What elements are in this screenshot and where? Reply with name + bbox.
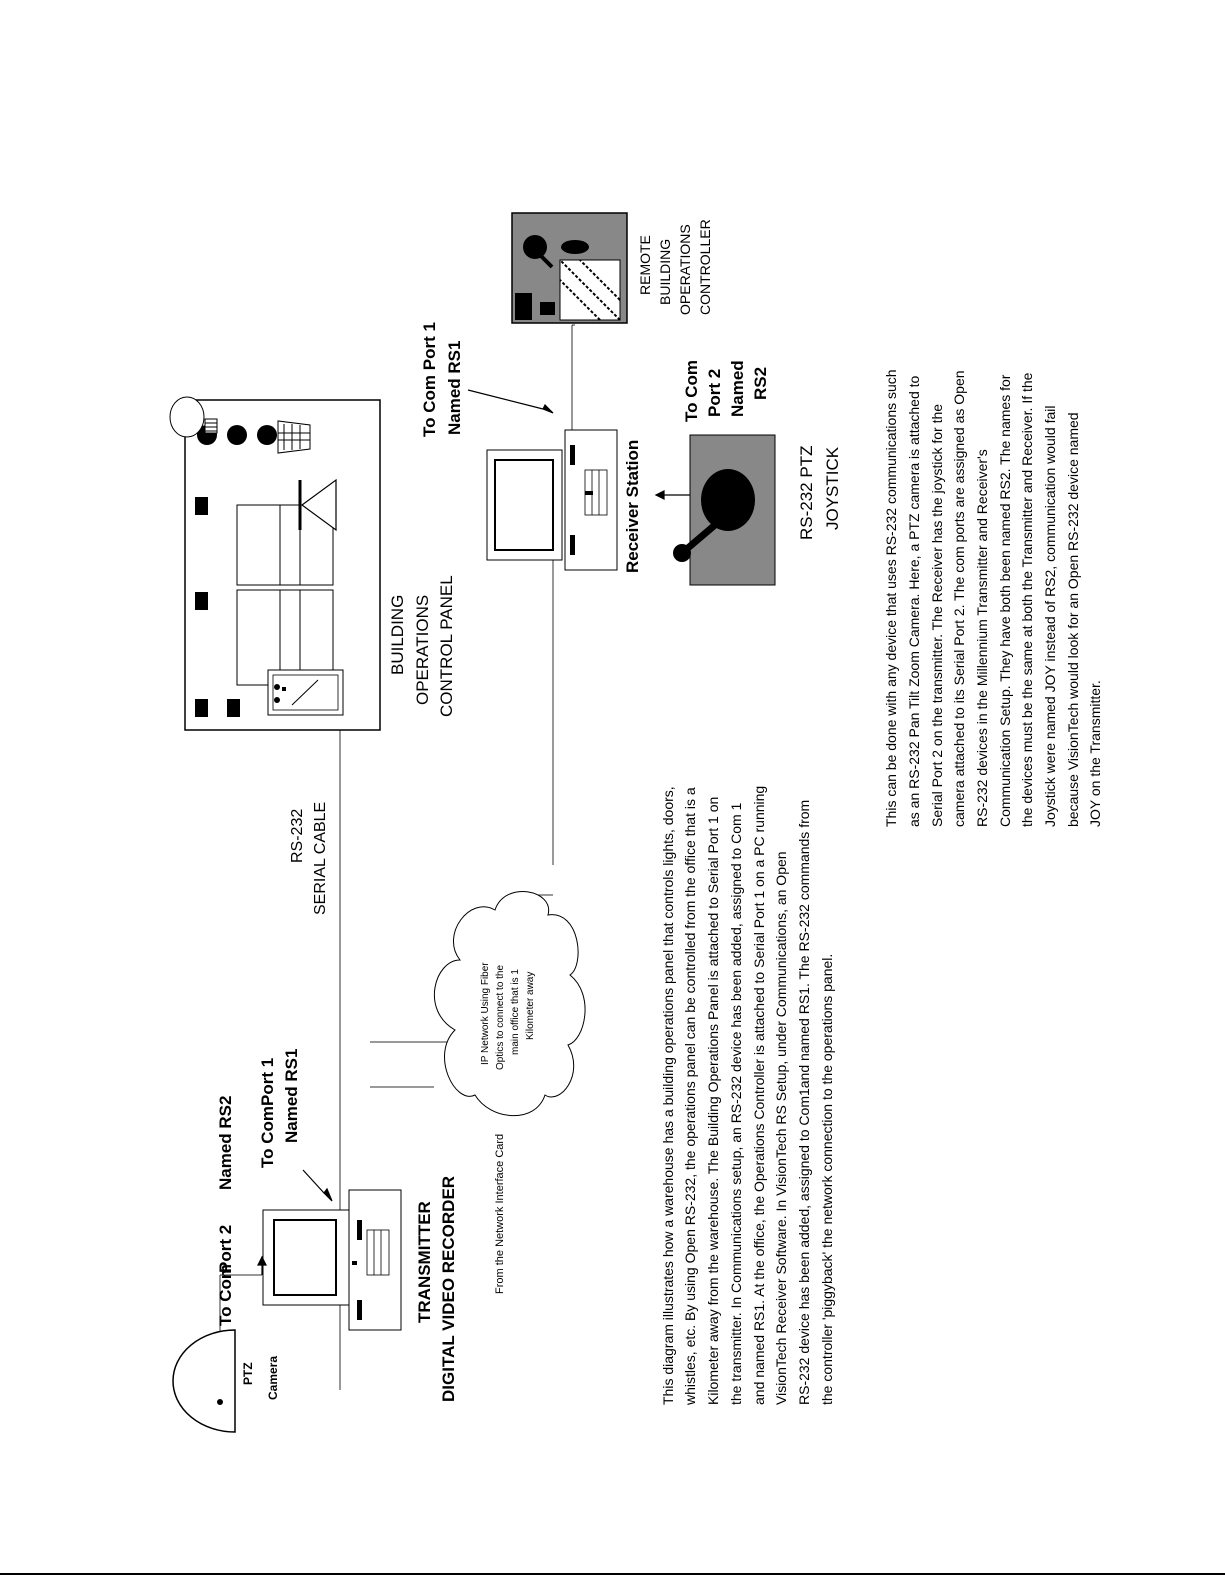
to-com-port2-label-c: Named RS2	[216, 1096, 235, 1190]
ptz-camera-label-2: Camera	[266, 1356, 280, 1400]
serial-cable-label-1: RS-232	[289, 809, 306, 863]
para1-line-6: VisionTech Receiver Software. In VisionT…	[773, 851, 789, 1405]
cloud-label-4: Kilometer away	[525, 972, 536, 1040]
para2-line-6: Communication Setup. They have both been…	[997, 374, 1013, 827]
joystick-label-1: RS-232 PTZ	[797, 446, 816, 540]
remote-label-1: REMOTE	[637, 235, 653, 295]
receiver-arrows	[467, 389, 690, 500]
para1-line-7: RS-232 device has been added, assigned t…	[796, 800, 812, 1405]
para1-line-2: whistles, etc. By using Open RS-232, the…	[682, 787, 698, 1406]
rx-port2-label-a: To Com	[682, 360, 701, 422]
ptz-camera: PTZ Camera	[172, 1329, 280, 1433]
remote-label-4: CONTROLLER	[697, 219, 713, 315]
joystick	[673, 434, 776, 586]
para2-line-9: because VisionTech would look for an Ope…	[1065, 412, 1081, 827]
transmitter-arrows	[257, 1169, 333, 1275]
ptz-camera-label-1: PTZ	[241, 1362, 255, 1385]
nic-label: From the Network Interface Card	[494, 1134, 506, 1294]
siren-icon	[277, 420, 311, 454]
cloud-label-2: Optics to connect to the	[495, 965, 506, 1070]
transmitter-label-2: DIGITAL VIDEO RECORDER	[439, 1176, 458, 1402]
panel-label-2: OPERATIONS	[413, 595, 432, 705]
description-paragraph-2: This can be done with any device that us…	[883, 369, 1103, 827]
para2-line-4: camera attached to its Serial Port 2. Th…	[951, 370, 967, 827]
page-bottom-rule	[0, 1573, 1225, 1575]
receiver-station-pc	[486, 429, 618, 571]
receiver-label: Receiver Station	[623, 440, 642, 573]
remote-label-2: BUILDING	[657, 239, 673, 305]
light-bulb-icon	[169, 396, 218, 438]
ip-network-cloud: IP Network Using Fiber Optics to connect…	[434, 891, 586, 1117]
horn-icon	[298, 478, 337, 532]
para1-line-4: the transmitter. In Communications setup…	[728, 802, 744, 1405]
panel-label-1: BUILDING	[388, 595, 407, 675]
rx-port2-label-d: RS2	[751, 367, 770, 400]
serial-cable-label-2: SERIAL CABLE	[312, 802, 329, 915]
para2-line-3: Serial Port 2 on the transmitter. The Re…	[929, 404, 945, 827]
to-com-port2-label-b: Port 2	[216, 1225, 235, 1273]
transmitter-pc	[262, 1189, 402, 1331]
to-com-port2-label-a: To Com	[216, 1264, 235, 1326]
remote-label-3: OPERATIONS	[677, 224, 693, 315]
to-comport1-label-a: To ComPort 1	[258, 1058, 277, 1168]
rx-port1-label-b: Named RS1	[445, 341, 464, 435]
para1-line-1: This diagram illustrates how a warehouse…	[660, 786, 676, 1405]
rx-port2-label-b: Port 2	[705, 369, 724, 417]
para1-line-3: Kilometer away from the warehouse. The B…	[705, 797, 721, 1405]
para2-line-5: RS-232 devices in the Millennium Transmi…	[974, 449, 990, 827]
para2-line-8: Joystick were named JOY instead of RS2, …	[1042, 406, 1058, 828]
para2-line-10: JOY on the Transmitter.	[1087, 680, 1103, 827]
panel-label-3: CONTROL PANEL	[437, 575, 456, 717]
rx-port1-label-a: To Com Port 1	[420, 322, 439, 437]
remote-operations-controller	[511, 212, 628, 324]
joystick-label-2: JOYSTICK	[823, 446, 842, 530]
transmitter-label-1: TRANSMITTER	[415, 1201, 434, 1323]
to-comport1-label-b: Named RS1	[282, 1049, 301, 1143]
transmitter-tower	[348, 1189, 402, 1331]
para2-line-7: the devices must be the same at both the…	[1019, 372, 1035, 827]
cloud-label-3: main office that is 1	[510, 969, 521, 1055]
cloud-label-1: IP Network Using Fiber	[480, 962, 491, 1065]
rx-port2-label-c: Named	[728, 360, 747, 417]
para1-line-8: the controller 'piggyback' the network c…	[819, 954, 835, 1405]
para1-line-5: and named RS1. At the office, the Operat…	[751, 786, 767, 1405]
building-operations-panel	[184, 399, 381, 731]
receiver-tower	[564, 429, 618, 571]
description-paragraph-1: This diagram illustrates how a warehouse…	[660, 786, 835, 1406]
para2-line-2: as an RS-232 Pan Tilt Zoom Camera. Here,…	[906, 375, 922, 827]
para2-line-1: This can be done with any device that us…	[883, 369, 899, 827]
